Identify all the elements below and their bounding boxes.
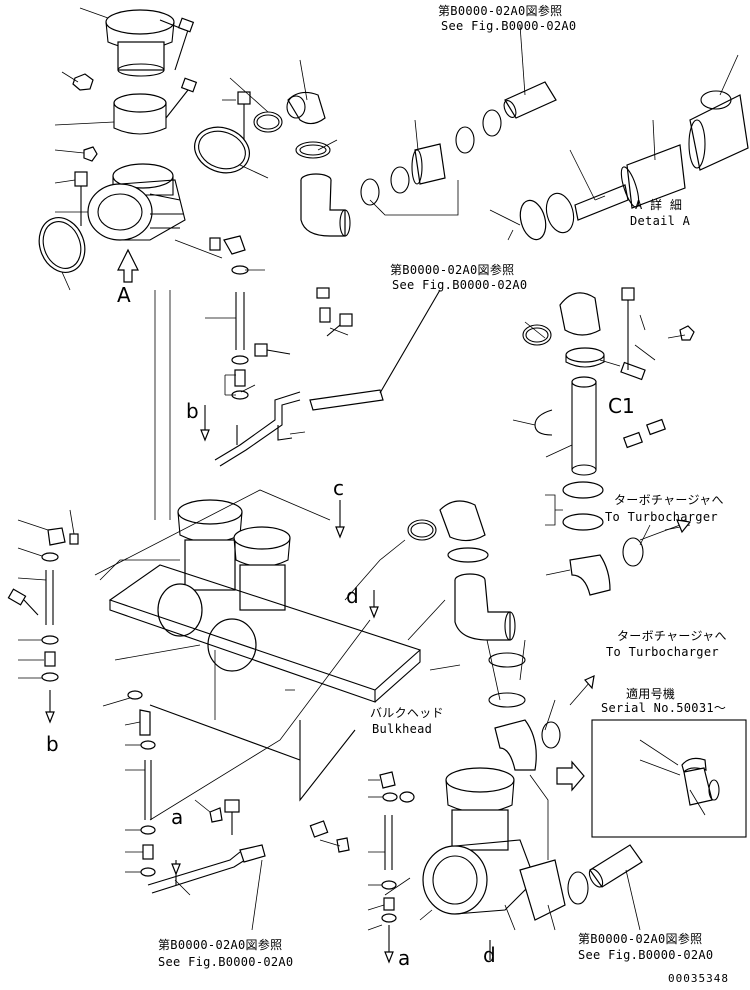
- lower-cleaner: [422, 767, 536, 915]
- ref-mid-en: See Fig.B0000-02A0: [392, 278, 528, 292]
- ref-top-jp: 第B0000-02A0図参照: [438, 4, 563, 18]
- outer-element: [620, 144, 686, 209]
- hose-clamp-2: [295, 141, 331, 159]
- elbow-right-upper: [559, 292, 601, 336]
- bottom-left-line-parts: [127, 690, 266, 894]
- lower-right-line-parts: [309, 771, 415, 964]
- mounting-base: [108, 564, 422, 703]
- clamp-set-right: [360, 109, 502, 206]
- clamp-upper-1: [253, 111, 283, 133]
- drawing-number: 00035348: [668, 972, 729, 985]
- elbow-pipe-mid: [454, 573, 516, 641]
- serial-jp: 適用号機: [626, 687, 676, 701]
- detail-en: Detail A: [630, 214, 691, 228]
- label-d-bot: d: [483, 943, 496, 967]
- clamp-right-upper: [522, 324, 552, 346]
- left-line-parts: [7, 527, 79, 724]
- bulkhead-jp: バルクヘッド: [370, 706, 444, 720]
- air-cleaner-body: [87, 163, 186, 241]
- vertical-tube-upper: [231, 265, 249, 445]
- label-b-upper: b: [186, 399, 199, 423]
- hose-ref-upper: [309, 289, 441, 411]
- turbo2-en: To Turbocharger: [606, 645, 719, 659]
- ref-bot-right-jp: 第B0000-02A0図参照: [578, 932, 703, 946]
- upper-bolt-1: [174, 17, 195, 71]
- lower-pipe-ref: [588, 844, 643, 888]
- big-clamp-band: [194, 126, 250, 174]
- cleaner-housing-detail: [688, 90, 749, 171]
- hose-sleeve-1: [411, 143, 446, 185]
- u-bolt: [534, 409, 553, 436]
- bracket-c1: [620, 287, 695, 381]
- turbo1-jp: ターボチャージャへ: [614, 493, 724, 507]
- precleaner-cap: [105, 9, 186, 77]
- elbow-hose-mid: [439, 500, 486, 542]
- bulkhead-en: Bulkhead: [372, 722, 433, 736]
- label-b-lower: b: [46, 732, 59, 756]
- bulkhead-panel: [149, 650, 356, 802]
- secondary-element-seal: [519, 192, 575, 241]
- serial-detail-box: [556, 719, 747, 838]
- cleaner-cover: [113, 77, 198, 135]
- view-a-arrow: [117, 248, 139, 283]
- label-a-bot: a: [398, 946, 411, 970]
- ref-bot-right-en: See Fig.B0000-02A0: [578, 948, 714, 962]
- hose-clip: [277, 425, 293, 441]
- detail-jp: A 詳 細: [635, 198, 683, 212]
- ref-mid-jp: 第B0000-02A0図参照: [390, 263, 515, 277]
- hose-right-upper: [565, 347, 605, 368]
- ref-bot-left-en: See Fig.B0000-02A0: [158, 955, 294, 969]
- clamp-turbo-1: [562, 481, 604, 531]
- bolt-vertical: [237, 91, 251, 140]
- small-bolt-set: [254, 287, 353, 357]
- leader-lines: [17, 7, 739, 931]
- label-d-upper: d: [346, 584, 359, 608]
- direction-arrows: [200, 405, 692, 960]
- sensor-fittings: [623, 418, 666, 449]
- pipe-connector-ref: [503, 81, 557, 119]
- clamp-band-1: [83, 146, 98, 162]
- clamp-mid-2: [488, 652, 526, 708]
- elbow-hose-upper: [286, 91, 326, 125]
- pipe-right-vertical: [571, 376, 597, 476]
- serial-en: Serial No.50031～: [601, 701, 727, 715]
- ref-top-en: See Fig.B0000-02A0: [441, 19, 577, 33]
- lower-elbow-outlet: [519, 859, 589, 921]
- elbow-turbo-1: [569, 537, 644, 596]
- turbo2-jp: ターボチャージャへ: [617, 629, 727, 643]
- label-a-mid: a: [171, 805, 184, 829]
- elbow-hose-lower: [494, 719, 561, 771]
- ref-bot-left-jp: 第B0000-02A0図参照: [158, 938, 283, 952]
- bent-hose-middle: [214, 391, 301, 467]
- elbow-pipe-upper: [300, 173, 351, 237]
- clamp-mid: [407, 519, 489, 563]
- label-c: c: [333, 476, 344, 500]
- safety-element: [574, 184, 629, 221]
- mounting-bolt: [74, 171, 88, 226]
- hose-fitting-1: [209, 235, 246, 255]
- mounting-band: [38, 217, 86, 273]
- label-c1: C1: [608, 394, 635, 418]
- turbo1-en: To Turbocharger: [605, 510, 718, 524]
- nut-1: [72, 73, 94, 91]
- view-a-label: A: [117, 283, 131, 307]
- twin-cleaner-2: [207, 526, 291, 672]
